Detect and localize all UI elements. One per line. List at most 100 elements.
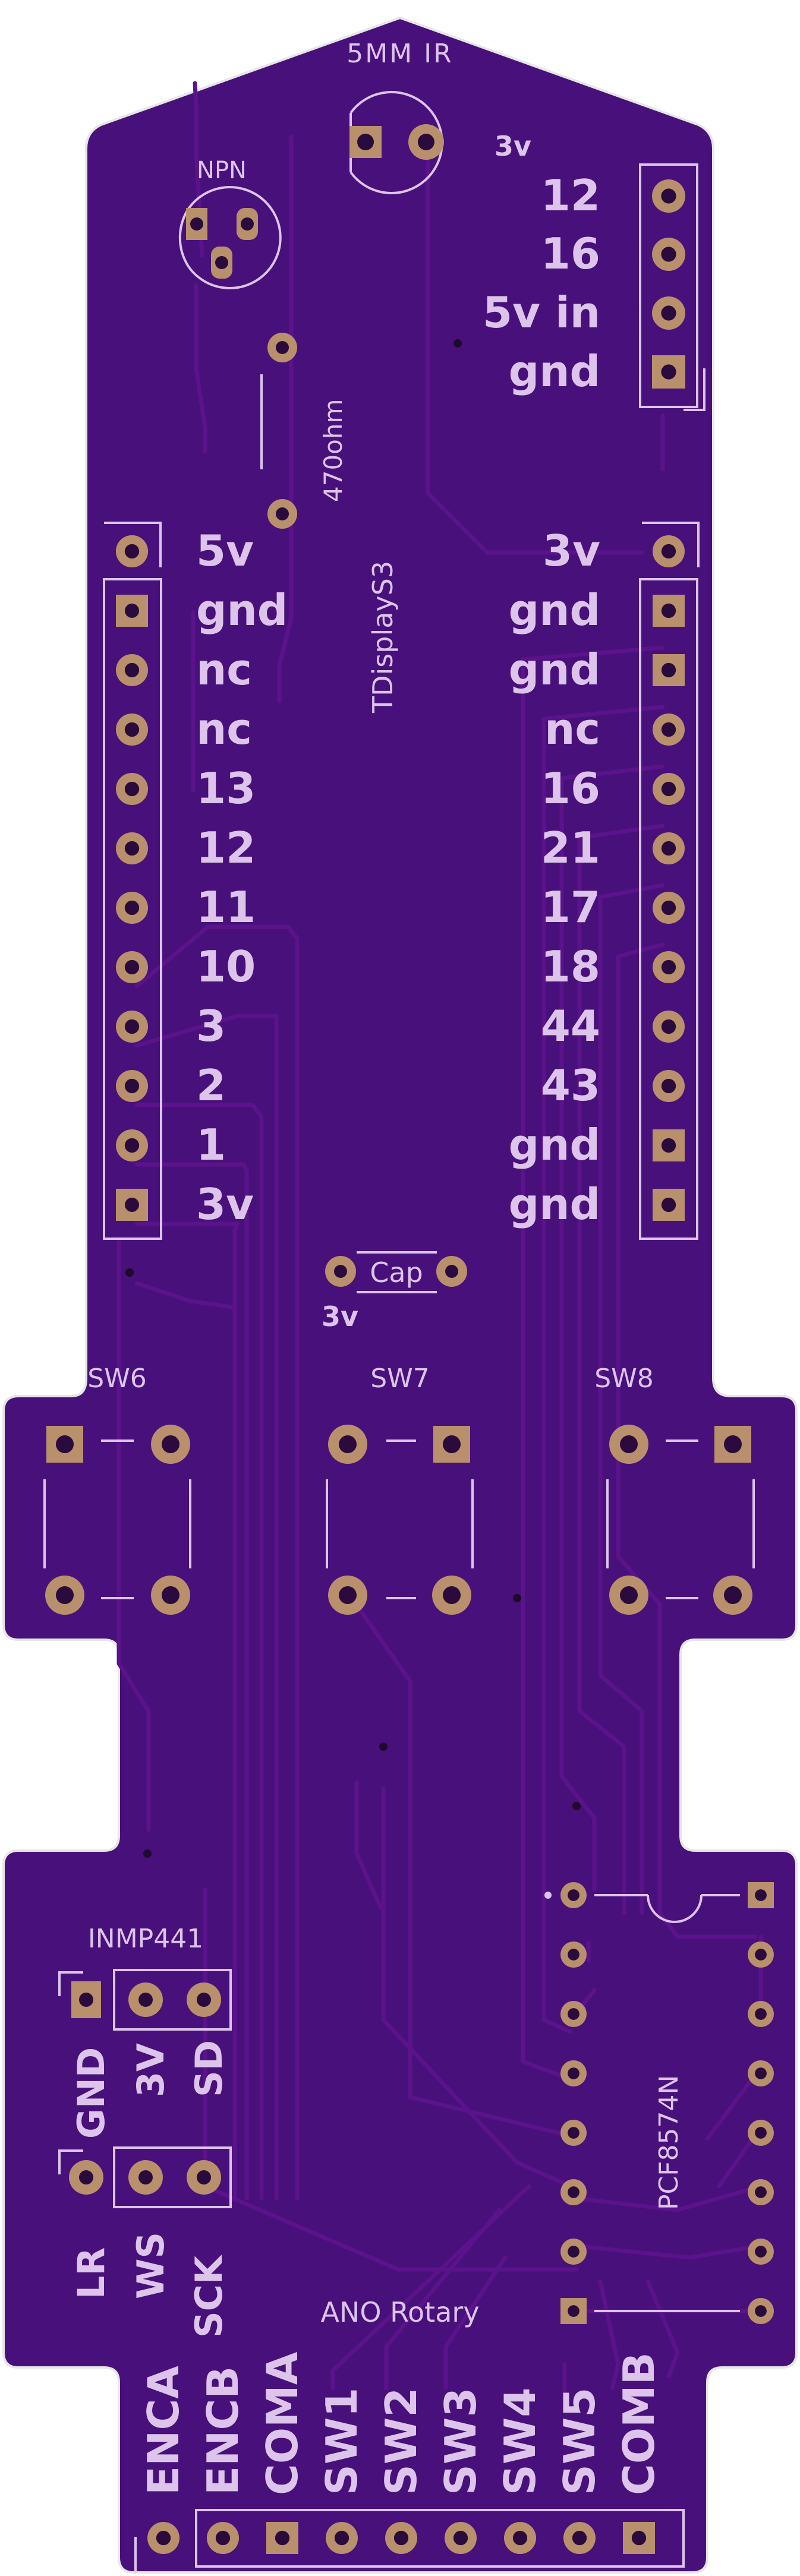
pcf-pin-left (560, 2298, 587, 2324)
pcf-label: PCF8574N (654, 2075, 684, 2210)
right-header-pin (653, 1011, 685, 1043)
ir-title: 5MM IR (347, 39, 453, 69)
left-header-label: 10 (196, 942, 256, 992)
right-header-label: gnd (509, 645, 600, 694)
right-header-label: 21 (541, 823, 600, 873)
left-header-label: gnd (196, 585, 288, 635)
left-header-label: nc (196, 704, 252, 754)
bottom-header-label: SW1 (317, 2388, 367, 2495)
left-header-pin (116, 892, 148, 924)
pcf-pin-right (748, 2179, 774, 2205)
switch-sw7: SW7 (326, 1363, 474, 1615)
right-header-pin (653, 595, 685, 627)
copper-traces (116, 81, 763, 2403)
pcf-pin-right (748, 1942, 774, 1968)
right-header-pin (653, 773, 685, 805)
resistor-label: 470ohm (319, 399, 348, 502)
left-header-label: 2 (196, 1060, 226, 1110)
ano-label: ANO Rotary (320, 2296, 479, 2328)
right-header-pin (653, 892, 685, 924)
sw8-label: SW8 (594, 1363, 653, 1394)
bottom-header-pin (266, 2522, 298, 2554)
right-header-pin (653, 1070, 685, 1102)
left-header-label: 5v (196, 526, 254, 576)
pcf-pin-right (748, 2298, 774, 2324)
right-header-label: gnd (509, 1179, 600, 1229)
left-header-pin (116, 1070, 148, 1102)
left-header-pin (116, 773, 148, 805)
top-right-header-pin (652, 296, 685, 330)
resistor: 470ohm (260, 333, 348, 529)
tdisplay-label: TDisplayS3 (367, 561, 399, 714)
pcf-pin-left (560, 1882, 587, 1908)
ir-voltage-label: 3v (495, 130, 531, 162)
left-header-label: 3v (196, 1179, 254, 1229)
bottom-header-pin (563, 2522, 596, 2554)
capacitor: Cap 3v (322, 1251, 467, 1333)
cap-voltage-label: 3v (322, 1300, 358, 1333)
pcf-pin-right (748, 1882, 774, 1908)
board-outline (2, 16, 798, 2574)
left-header-label: nc (196, 645, 252, 694)
cap-label: Cap (370, 1257, 423, 1289)
pcf-pin-right (748, 2001, 774, 2027)
bottom-header-pin (504, 2522, 536, 2554)
pcf-pin-left (560, 2179, 587, 2205)
left-header-pin (116, 714, 148, 746)
inmp441-label: INMP441 (88, 1924, 203, 1954)
left-header-label: 12 (196, 823, 256, 873)
pcf-pin-left (560, 2060, 587, 2086)
left-header-pin (116, 1011, 148, 1043)
pcf-pin-right (748, 2060, 774, 2086)
vias (125, 339, 581, 1858)
right-header-label: 16 (541, 763, 600, 813)
npn-transistor: NPN (178, 157, 282, 289)
left-header-pin (116, 951, 148, 983)
left-header-pin (116, 535, 148, 567)
pcf-pin-right (748, 2239, 774, 2265)
bottom-header-label: SW4 (495, 2388, 545, 2495)
bottom-header-label: ENCB (198, 2366, 248, 2495)
right-header-pin (653, 654, 685, 686)
pcf-pin-left (560, 2239, 587, 2265)
right-header-pin (653, 832, 685, 864)
left-header-label: 3 (196, 1001, 226, 1051)
pcf-pin-left (560, 2001, 587, 2027)
bottom-header-pin (385, 2522, 417, 2554)
bottom-header-label: SW2 (376, 2388, 426, 2495)
bottom-header-label: ENCA (138, 2366, 188, 2495)
top-right-header-pin (652, 179, 685, 213)
bottom-header-pin (147, 2522, 179, 2554)
pcf8574n-ic: PCF8574N (544, 1882, 774, 2324)
bottom-header-label: SW3 (436, 2388, 486, 2495)
bottom-header-label: COMB (614, 2352, 664, 2495)
switch-sw8: SW8 (594, 1363, 755, 1615)
bottom-header-pin (207, 2522, 239, 2554)
left-header-label: 11 (196, 882, 256, 932)
right-header-label: gnd (509, 1120, 600, 1170)
top-right-header-label: 16 (541, 229, 600, 279)
inmp-pin-gnd: GND (70, 2047, 113, 2139)
pcf-pin-left (560, 1942, 587, 1968)
inmp441-module: INMP441 GND 3V SD LR WS SCK (58, 1924, 232, 2338)
left-header-pin (116, 832, 148, 864)
right-header-label: 3v (543, 526, 600, 576)
right-header-pin (653, 535, 685, 567)
bottom-header-label: COMA (257, 2351, 307, 2495)
bottom-header-pin (623, 2522, 655, 2554)
right-header-label: gnd (509, 585, 600, 635)
inmp-pin-lr: LR (70, 2247, 113, 2299)
right-header-label: 43 (541, 1060, 600, 1110)
top-right-header-label: 5v in (483, 288, 600, 337)
right-header-pin (653, 714, 685, 746)
left-header-pin (116, 654, 148, 686)
pcf-pin-right (748, 2120, 774, 2146)
npn-label: NPN (197, 157, 247, 184)
left-header-pin (116, 1129, 148, 1161)
inmp-pin-3v: 3V (129, 2043, 172, 2097)
bottom-header-pin (326, 2522, 358, 2554)
